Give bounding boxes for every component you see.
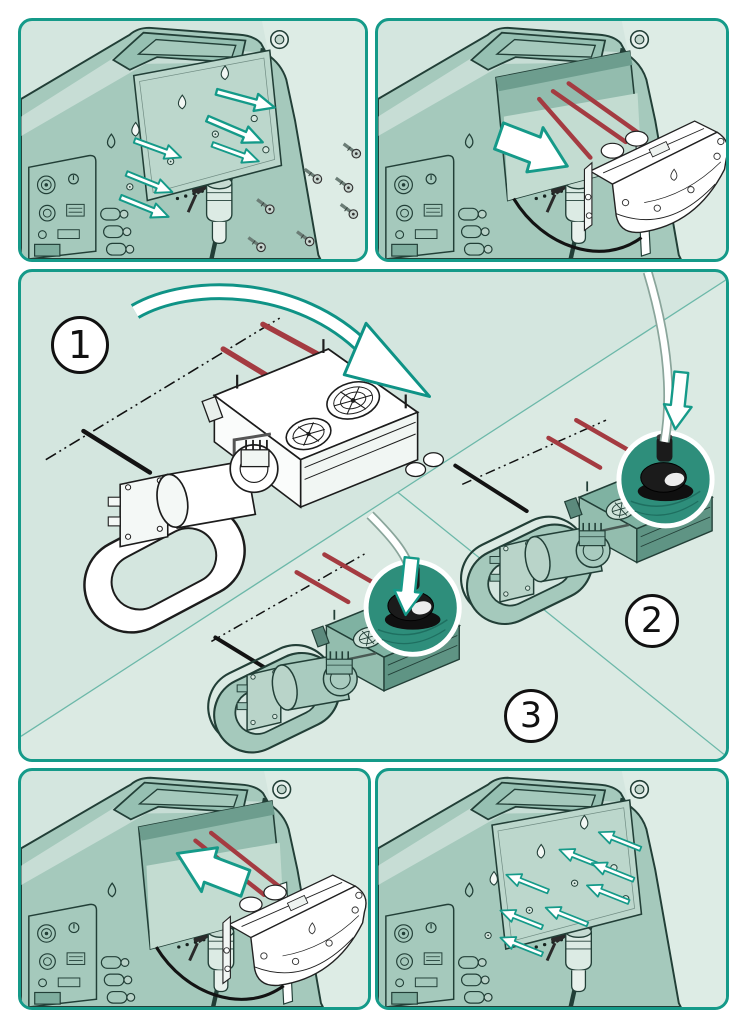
oxygen-tube <box>644 272 672 443</box>
red-tubing <box>537 81 644 160</box>
power-cable <box>154 946 285 1001</box>
remove-screws-illustration <box>21 21 365 259</box>
red-tubing <box>294 552 379 605</box>
red-tubing <box>546 417 631 470</box>
sieve-cap-fan <box>285 417 332 451</box>
step-2-badge: 2 <box>625 594 679 648</box>
step2-scene <box>448 272 712 637</box>
rotate-arrow-icon <box>130 283 432 398</box>
detail-steps-illustration <box>21 272 726 759</box>
panel-remove-screws <box>18 18 368 262</box>
power-cable <box>512 197 643 253</box>
push-module-illustration <box>21 771 368 1007</box>
step-divider-lines <box>21 279 726 757</box>
alignment-dash-line <box>45 316 282 461</box>
black-tube <box>453 463 529 514</box>
panel-pull-module-out <box>375 18 729 262</box>
panel-refit-screws <box>375 768 729 1010</box>
refit-screws-illustration <box>378 771 726 1007</box>
red-tubing <box>220 321 321 380</box>
module-assembly-white <box>83 339 445 634</box>
step-3-badge: 3 <box>504 689 558 743</box>
alignment-dash-line <box>211 551 368 643</box>
step3-scene <box>196 511 460 759</box>
step1-scene <box>45 283 445 634</box>
alignment-dash-line <box>461 419 607 486</box>
sieve-cap-fan <box>326 381 381 420</box>
panel-push-module-in <box>18 768 371 1010</box>
bolts <box>236 339 407 409</box>
panel-detail-steps: 1 2 3 <box>18 269 729 762</box>
black-tube <box>81 428 153 475</box>
pull-module-illustration <box>378 21 726 259</box>
step-1-badge: 1 <box>51 316 109 374</box>
